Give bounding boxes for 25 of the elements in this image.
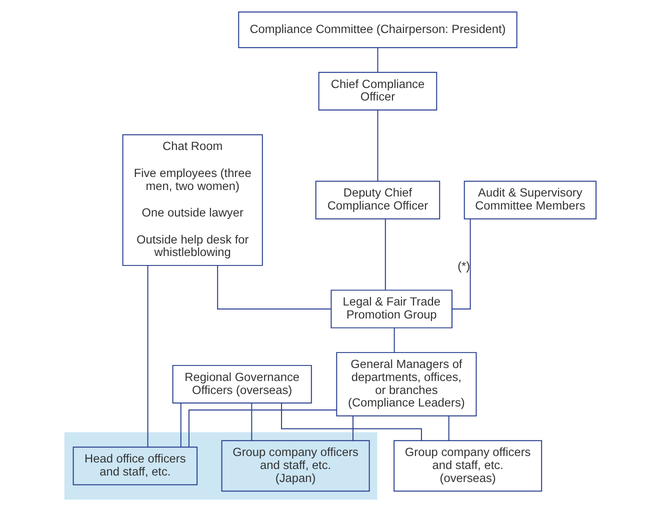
node-box: Deputy Chief Compliance Officer [314,180,440,220]
connector [216,265,331,310]
connector [384,218,386,290]
node-box: Legal & Fair Trade Promotion Group [330,290,452,328]
node-box: Head office officers and staff, etc. [72,446,198,486]
connector [352,416,353,442]
edge-label: (*) [457,258,470,273]
connector [376,47,378,73]
cluster [64,432,377,500]
node-box: Compliance Committee (Chairperson: President) [238,12,517,48]
connector [250,402,252,442]
connector [393,328,394,353]
node-box: Group company officers and staff, etc. (Japan) [220,440,370,492]
node-box: Regional Governance Officers (overseas) [172,364,312,404]
node-box: Chief Compliance Officer [318,72,437,110]
node-box: General Managers of departments, offices, or branches (Compliance Leaders) [336,352,476,416]
connector [376,110,378,182]
connector [146,264,148,448]
node-box: Audit & Supervisory Committee Members [463,180,596,220]
node-box: Chat Room Five employees (three men, two women) One outside lawyer Outside help desk for whistleblowing [122,134,262,266]
node-box: Group company officers and staff, etc. (overseas) [393,440,542,492]
connector [180,402,181,448]
connector [451,218,470,310]
connector [188,410,336,448]
connector [448,416,449,442]
